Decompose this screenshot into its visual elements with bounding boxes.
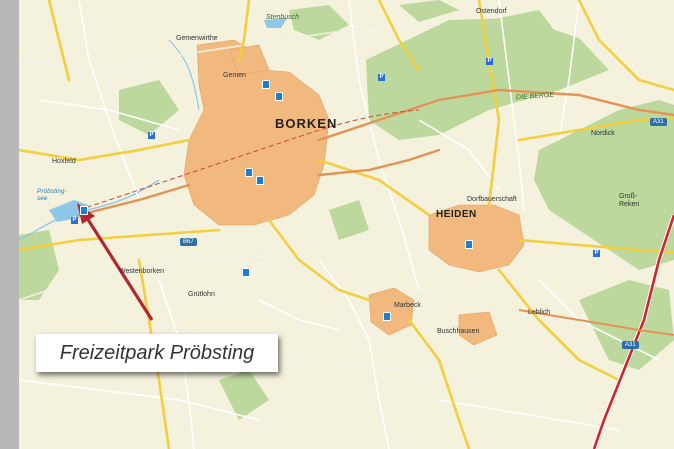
left-border-strip [0,0,19,449]
route-badge-a31-south: A31 [622,341,639,349]
poi-marker-park[interactable] [80,206,88,215]
route-badge-a31-north: A31 [650,118,667,126]
water-label-proebstingsee: Pröbsting- see [37,188,67,202]
place-label-marbeck: Marbeck [394,302,421,309]
poi-marker-borken-4[interactable] [256,176,264,185]
place-label-leblich: Leblich [528,309,551,316]
route-badge-b67: B67 [180,238,197,246]
town-label-borken: BORKEN [275,116,338,131]
place-label-gross-reken: Groß- Reken [619,193,640,208]
area-label-stenbusch: Stenbusch [266,14,300,21]
place-label-ostendorf: Ostendorf [476,8,507,15]
place-label-buschhausen: Buschhausen [437,328,480,335]
place-label-hoxfeld: Hoxfeld [52,158,76,165]
place-label-gemen: Gemen [223,72,246,79]
parking-icon-5: P [71,217,78,224]
poi-marker-marbeck[interactable] [383,312,391,321]
forest-areas [19,0,674,420]
park-callout-label: Freizeitpark Pröbsting [59,341,255,364]
urban-areas [183,39,525,346]
poi-marker-heiden-1[interactable] [465,240,473,249]
town-label-heiden: HEIDEN [436,209,477,220]
parking-icon-4: P [593,250,600,257]
parking-icon-1: P [148,132,155,139]
poi-marker-borken-1[interactable] [262,80,270,89]
place-label-dorfbauerschaft: Dorfbauerschaft [467,196,517,203]
place-label-nordick: Nordick [591,130,615,137]
poi-marker-grütlohn[interactable] [242,268,250,277]
federal-roads [77,88,674,217]
place-label-westenborken: Westenborken [119,268,165,275]
poi-marker-borken-2[interactable] [275,92,283,101]
parking-icon-2: P [378,74,385,81]
parking-icon-3: P [486,58,493,65]
poi-marker-borken-3[interactable] [245,168,253,177]
park-callout-box: Freizeitpark Pröbsting [36,334,278,372]
place-label-gruetlohn: Grütlohn [188,291,215,298]
map-canvas[interactable] [19,0,674,449]
place-label-gemenwirthe: Gemenwirthe [176,35,218,42]
